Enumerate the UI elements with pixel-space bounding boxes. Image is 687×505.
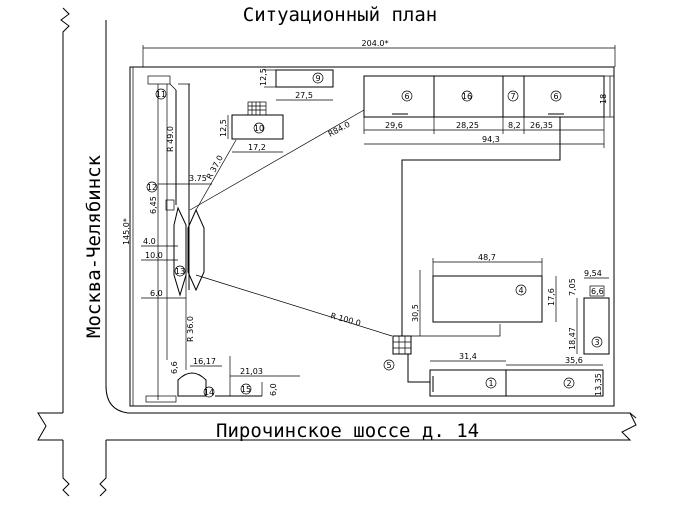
- dim-total-height-text: 145.0*: [122, 218, 131, 245]
- marker-12: 12: [147, 183, 157, 192]
- building-10: 10 12,5 17,2: [219, 101, 284, 153]
- site-boundary: [129, 66, 615, 407]
- dim-13-35: 13,35: [594, 373, 603, 396]
- marker-6b: [550, 90, 562, 102]
- dim-17-2: 17,2: [248, 143, 266, 152]
- marker-13: 13: [175, 267, 185, 276]
- dim-6-45: 6,45: [149, 196, 158, 214]
- dim-r37: R 37.0: [205, 154, 225, 181]
- marker-11: 11: [156, 90, 166, 99]
- dim-10-0: 10.0: [145, 251, 163, 260]
- dim-94-3: 94,3: [482, 135, 500, 144]
- marker-16: [461, 90, 473, 102]
- dim-6-6-b: 6,6: [591, 287, 604, 296]
- dim-r100: R 100.0: [329, 311, 361, 328]
- road-left-label: Москва-Челябинск: [83, 154, 105, 338]
- dim-48-7: 48,7: [478, 253, 496, 262]
- marker-7: [507, 90, 519, 102]
- dim-3-75: 3.75: [189, 174, 207, 183]
- dim-21-03: 21,03: [240, 367, 263, 376]
- dim-r84: R84.0: [327, 120, 352, 139]
- dim-10-height: 12,5: [219, 119, 228, 137]
- marker-14: 14: [204, 388, 214, 397]
- dim-9-width: 27,5: [295, 91, 313, 100]
- structure-11: 11 R 49.0: [147, 75, 190, 400]
- svg-text:6: 6: [553, 92, 558, 101]
- dim-8-2: 8,2: [508, 121, 521, 130]
- dim-6-6: 6,6: [170, 361, 179, 374]
- marker-4: 4: [518, 286, 523, 295]
- svg-text:9: 9: [315, 74, 320, 83]
- structures-14-15: 14 6,6 16,17 15 21,03 6,0: [145, 356, 300, 403]
- marker-3: 3: [594, 338, 599, 347]
- dim-r36: R 36.0: [186, 316, 195, 342]
- building-4: 4 48,7 17,6: [432, 253, 557, 323]
- dim-35-6: 35,6: [565, 356, 583, 365]
- structure-5: 5 30,5: [383, 117, 561, 383]
- plan-title: Ситуационный план: [243, 4, 437, 26]
- dim-9-height: 12,5: [259, 68, 268, 86]
- dim-7-05: 7,05: [568, 278, 577, 296]
- dim-4-0: 4.0: [143, 237, 156, 246]
- marker-10: 10: [254, 124, 264, 133]
- road-pirochinskoe: Пирочинское шоссе д. 14: [106, 412, 637, 442]
- dim-17-6: 17,6: [547, 288, 556, 306]
- dim-18: 18: [599, 94, 608, 104]
- marker-9: [312, 72, 324, 84]
- dim-6-0-b: 6,0: [269, 383, 278, 396]
- buildings-top-row: 6 16 7 6 29,6 28,25 8,2 26,35 94,3 18: [363, 75, 614, 148]
- building-3: 6,6 3 9,54 7,05 18,47: [568, 269, 610, 355]
- marker-1: 1: [488, 379, 493, 388]
- dim-18-47: 18,47: [568, 327, 577, 350]
- marker-5: 5: [386, 361, 391, 370]
- radius-lines: R 37.0 R84.0 R 100.0: [189, 109, 393, 337]
- dim-28-25: 28,25: [456, 121, 479, 130]
- marker-15: 15: [241, 385, 251, 394]
- dim-31-4: 31,4: [459, 352, 477, 361]
- dim-29-6: 29,6: [385, 121, 403, 130]
- marker-6a: [401, 90, 413, 102]
- marker-2: 2: [566, 379, 571, 388]
- svg-text:7: 7: [510, 92, 515, 101]
- dim-r49: R 49.0: [166, 126, 175, 152]
- road-bottom-label: Пирочинское шоссе д. 14: [216, 420, 479, 442]
- buildings-1-2: 1 2 31,4 35,6 13,35: [429, 352, 604, 397]
- dim-9-54: 9,54: [584, 269, 602, 278]
- dim-total-width-text: 204.0*: [362, 39, 389, 48]
- dim-6-0: 6.0: [150, 289, 163, 298]
- svg-text:6: 6: [404, 92, 409, 101]
- dim-16-17: 16,17: [193, 357, 216, 366]
- structure-12-13: 12 3.75 6,45 4.0 10.0 13 6.0 R 36.0: [141, 174, 212, 370]
- building-9: 9 12,5 27,5: [259, 68, 334, 101]
- dim-30-5: 30,5: [411, 304, 420, 322]
- svg-text:16: 16: [462, 92, 472, 101]
- road-moscow-chelyabinsk: Москва-Челябинск: [37, 7, 129, 497]
- dim-26-35: 26,35: [530, 121, 553, 130]
